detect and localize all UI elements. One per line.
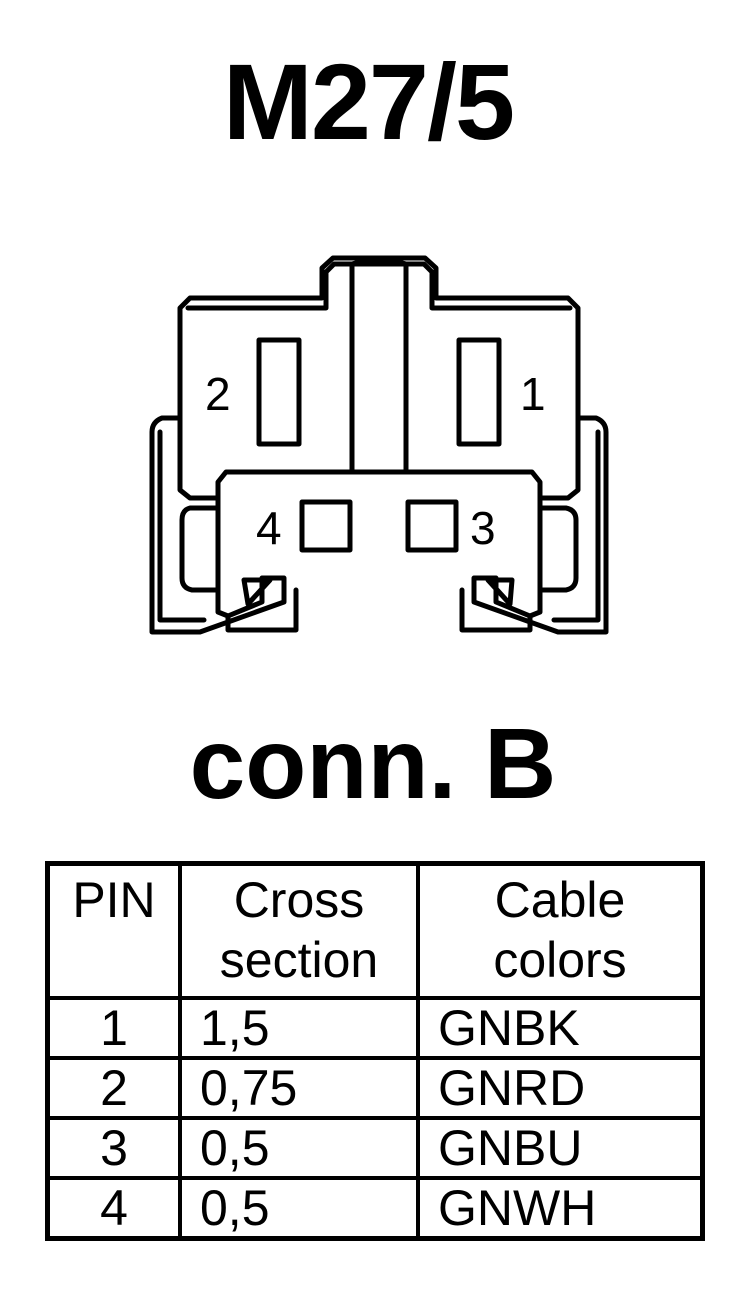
right-side-pocket bbox=[537, 505, 579, 593]
table-row: 2 0,75 GNRD bbox=[45, 1056, 705, 1120]
right-keying-triangle bbox=[485, 577, 515, 607]
connector-title: M27/5 bbox=[222, 41, 515, 162]
center-latch bbox=[349, 257, 409, 475]
housing-outline bbox=[149, 255, 609, 635]
left-wing bbox=[157, 415, 221, 623]
cell-cross-section: 0,5 bbox=[178, 1176, 420, 1241]
header-color-line-2: colors bbox=[493, 932, 627, 988]
table-row: 4 0,5 GNWH bbox=[45, 1176, 705, 1241]
table-row: 1 1,5 GNBK bbox=[45, 996, 705, 1060]
pin-label-4: 4 bbox=[256, 502, 282, 554]
cell-cross-section: 0,5 bbox=[178, 1116, 420, 1180]
cell-cross-section: 0,75 bbox=[178, 1056, 420, 1120]
pin-slot-1 bbox=[456, 337, 502, 447]
cell-cable-color: GNBK bbox=[416, 996, 705, 1060]
pin-table: PIN Cross section Cable colors 1 1,5 GNB… bbox=[45, 861, 705, 1241]
pin-label-2: 2 bbox=[205, 368, 231, 420]
pin-slot-3 bbox=[405, 499, 459, 553]
cell-cross-section: 1,5 bbox=[178, 996, 420, 1060]
connector-subtitle: conn. B bbox=[189, 708, 557, 820]
pin-slot-4 bbox=[299, 499, 353, 553]
housing-inner-top bbox=[185, 261, 573, 311]
header-cable-colors: Cable colors bbox=[416, 861, 705, 1000]
right-wing bbox=[537, 415, 601, 623]
header-cross-line-2: section bbox=[219, 932, 379, 988]
pin-slot-2 bbox=[256, 337, 302, 447]
cell-cable-color: GNRD bbox=[416, 1056, 705, 1120]
pin-label-1: 1 bbox=[520, 368, 546, 420]
header-pin-line-1: PIN bbox=[72, 872, 156, 928]
cell-cable-color: GNBU bbox=[416, 1116, 705, 1180]
bottom-feet bbox=[225, 587, 533, 633]
cell-pin: 3 bbox=[45, 1116, 182, 1180]
connector-drawing: 2 1 4 3 bbox=[149, 255, 609, 635]
header-color-line-1: Cable bbox=[494, 872, 626, 928]
cell-pin: 1 bbox=[45, 996, 182, 1060]
left-keying-triangle bbox=[241, 577, 273, 607]
header-cross-section: Cross section bbox=[178, 861, 420, 1000]
left-side-pocket bbox=[179, 505, 221, 593]
header-pin: PIN bbox=[45, 861, 182, 1000]
table-row: 3 0,5 GNBU bbox=[45, 1116, 705, 1180]
cell-pin: 2 bbox=[45, 1056, 182, 1120]
table-header-row: PIN Cross section Cable colors bbox=[45, 861, 705, 1000]
header-cross-line-1: Cross bbox=[233, 872, 365, 928]
cell-cable-color: GNWH bbox=[416, 1176, 705, 1241]
pin-label-3: 3 bbox=[470, 502, 496, 554]
cell-pin: 4 bbox=[45, 1176, 182, 1241]
